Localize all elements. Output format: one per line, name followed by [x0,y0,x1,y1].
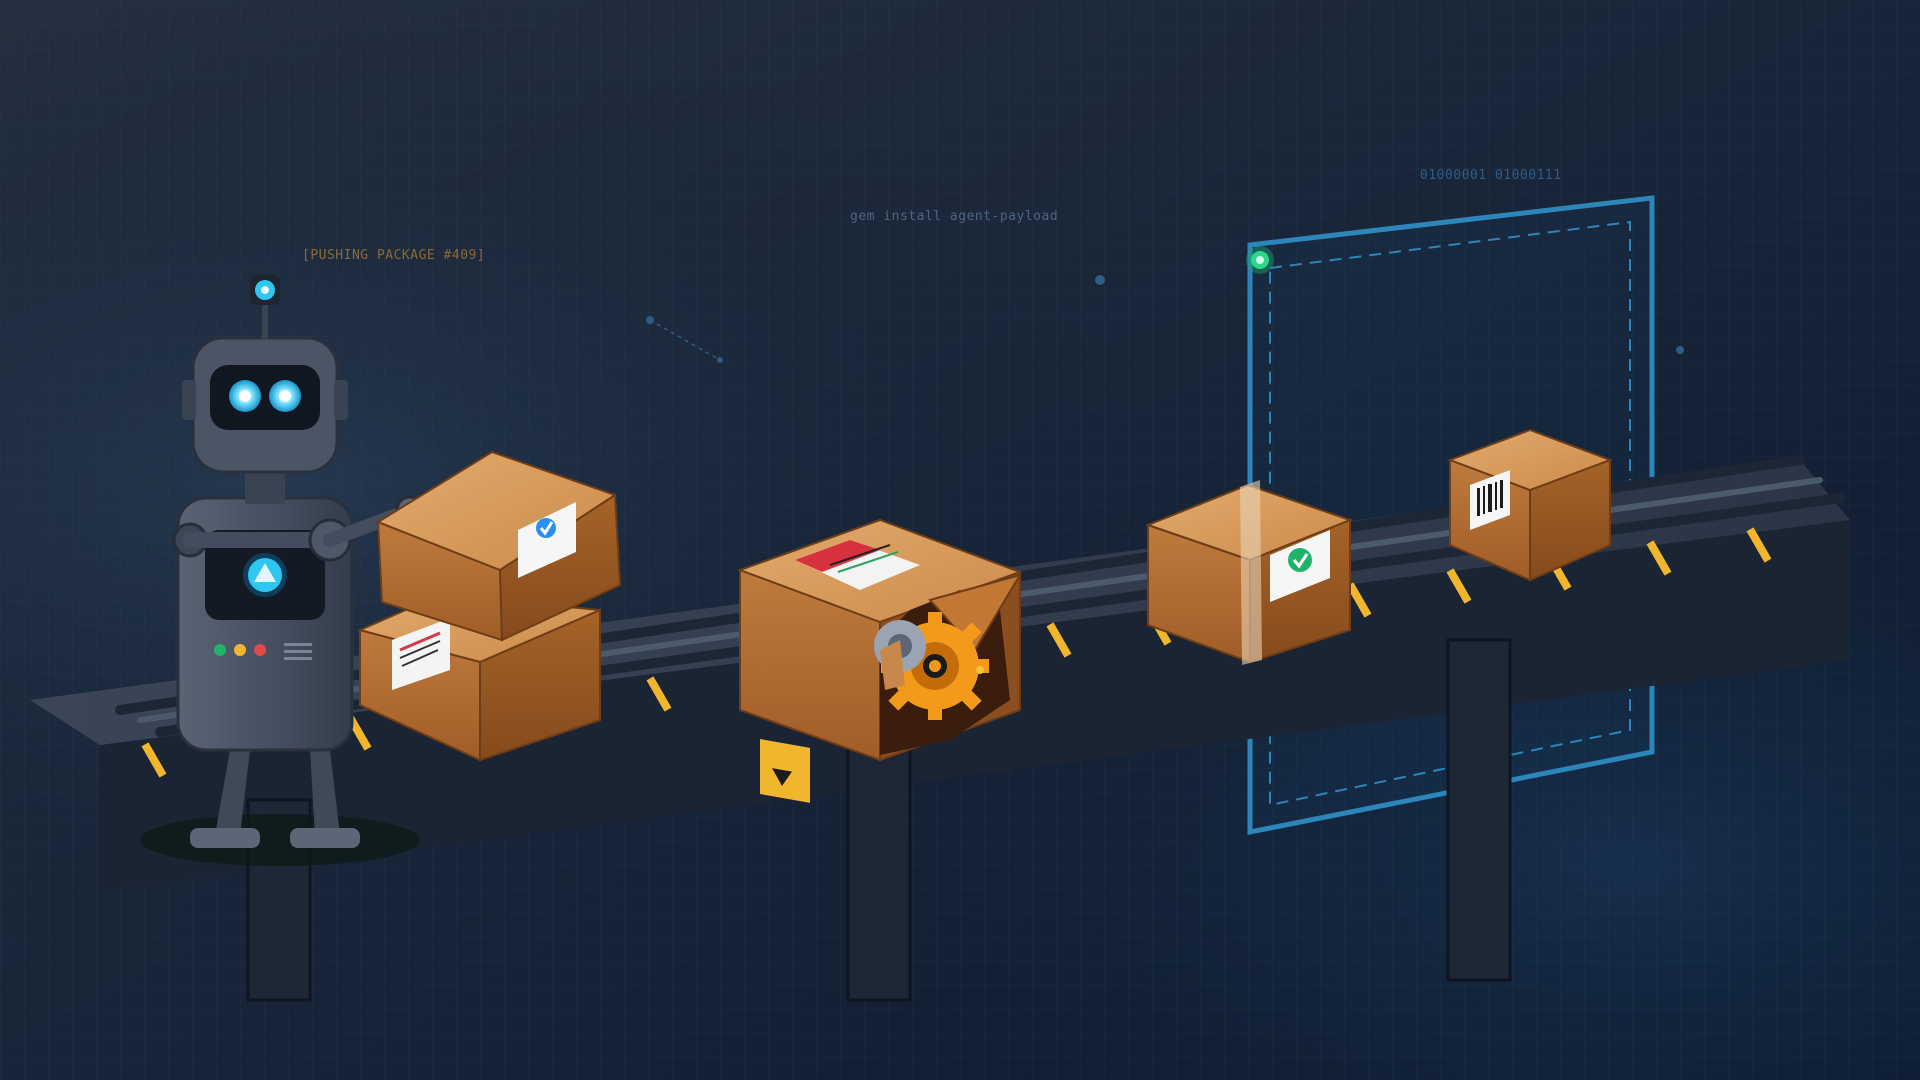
robot-icon [140,275,514,866]
broken-box-icon [737,518,1023,803]
pushing-package-caption: [PUSHING PACKAGE #409] [302,248,485,263]
robot-led-green [214,644,226,656]
barcode-icon [1470,470,1510,530]
binary-caption: 01000001 01000111 [1420,168,1562,183]
command-caption: gem install agent-payload [850,209,1058,224]
decor-dots [646,275,1684,363]
belt-leg [846,738,912,1002]
package-box-icon [1145,480,1353,665]
robot-led-yellow [234,644,246,656]
package-box-icon [1447,428,1613,582]
belt-leg [1446,638,1512,982]
box-label-check [518,502,576,578]
package-box-icon [356,450,622,762]
robot-shadow [140,814,420,866]
robot-led-red [254,644,266,656]
robot-visor [210,365,320,430]
packing-tape [1240,480,1262,665]
checkmark-icon [1288,548,1312,572]
gear-icon [874,612,989,720]
